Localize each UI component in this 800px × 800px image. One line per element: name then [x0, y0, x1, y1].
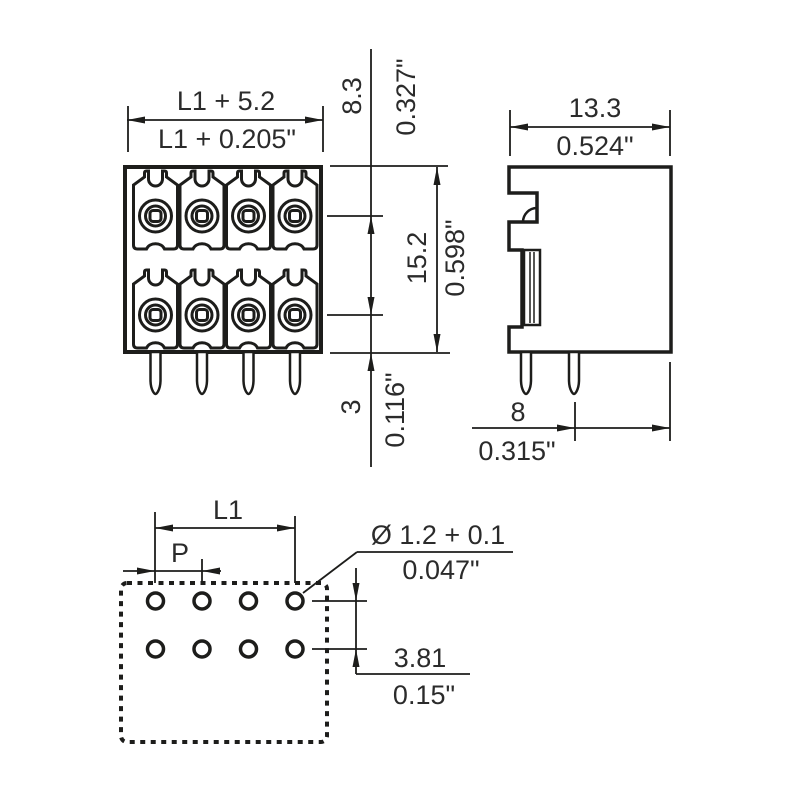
dim-pin-length-mm-label: 3	[336, 399, 366, 414]
solder-pin	[195, 350, 209, 396]
dim-row-length-label: L1	[213, 495, 243, 525]
dim-front-width: L1 + 5.2 L1 + 0.205"	[127, 86, 324, 154]
latch-detail	[521, 206, 538, 223]
dim-hole-diameter: Ø 1.2 + 0.1 0.047"	[302, 520, 513, 594]
dim-depth-inch-label: 0.524"	[556, 131, 633, 161]
dim-hole-dia-mm-label: Ø 1.2 + 0.1	[371, 520, 505, 550]
pin-hole	[238, 591, 259, 611]
pin-holes	[145, 591, 305, 659]
dim-hole-dia-inch-label: 0.047"	[402, 555, 479, 585]
connector-housing-side	[507, 165, 673, 354]
solder-pin	[149, 350, 162, 396]
front-view: L1 + 5.2 L1 + 0.205" 8.3 0.327" 15.2 0.5…	[123, 49, 470, 467]
dim-depth-mm-label: 13.3	[569, 93, 622, 123]
side-view: 13.3 0.524" 8 0.315"	[472, 93, 673, 466]
dim-pin-length-inch-label: 0.116"	[380, 372, 410, 447]
dim-height-mm-label: 15.2	[402, 232, 432, 285]
dim-pin-offset-mm-label: 8	[510, 397, 525, 427]
dim-row-spacing-mm-label: 3.81	[394, 643, 447, 673]
dim-height-inch-label: 0.598"	[440, 219, 470, 296]
side-solder-pins	[519, 350, 581, 396]
contact-strip	[522, 248, 542, 327]
footprint-view: L1 P Ø 1.2 + 0.1 0.047" 3.81 0.15"	[119, 495, 513, 744]
pin-hole	[145, 591, 166, 611]
pin-hole	[285, 639, 305, 659]
dim-side-pin-offset: 8 0.315"	[472, 362, 671, 466]
front-solder-pins	[149, 350, 302, 396]
dim-row-spacing-mm-label: 8.3	[337, 77, 367, 115]
dim-row-spacing-inch-label: 0.15"	[393, 680, 455, 710]
pcb-outline-dashed	[119, 581, 329, 744]
solder-pin	[519, 350, 533, 396]
dim-pitch-label: P	[171, 538, 189, 568]
pin-hole	[192, 591, 212, 611]
pin-hole	[238, 639, 259, 659]
dim-front-vertical: 8.3 0.327" 15.2 0.598" 3 0.116"	[327, 49, 470, 467]
pin-hole	[145, 639, 166, 659]
dim-side-depth: 13.3 0.524"	[509, 93, 671, 161]
dim-pin-offset-inch-label: 0.315"	[478, 436, 555, 466]
solder-pin	[242, 350, 255, 396]
dim-footprint-row-spacing: 3.81 0.15"	[312, 568, 470, 710]
pin-hole	[285, 591, 305, 611]
dim-front-width-inch-label: L1 + 0.205"	[158, 124, 296, 154]
dim-front-width-mm-label: L1 + 5.2	[177, 86, 275, 116]
pin-hole	[192, 639, 212, 659]
solder-pin	[567, 350, 581, 396]
solder-pin	[288, 350, 302, 396]
dim-row-spacing-inch-label: 0.327"	[391, 58, 421, 135]
dim-footprint-pitch: P	[123, 538, 221, 583]
